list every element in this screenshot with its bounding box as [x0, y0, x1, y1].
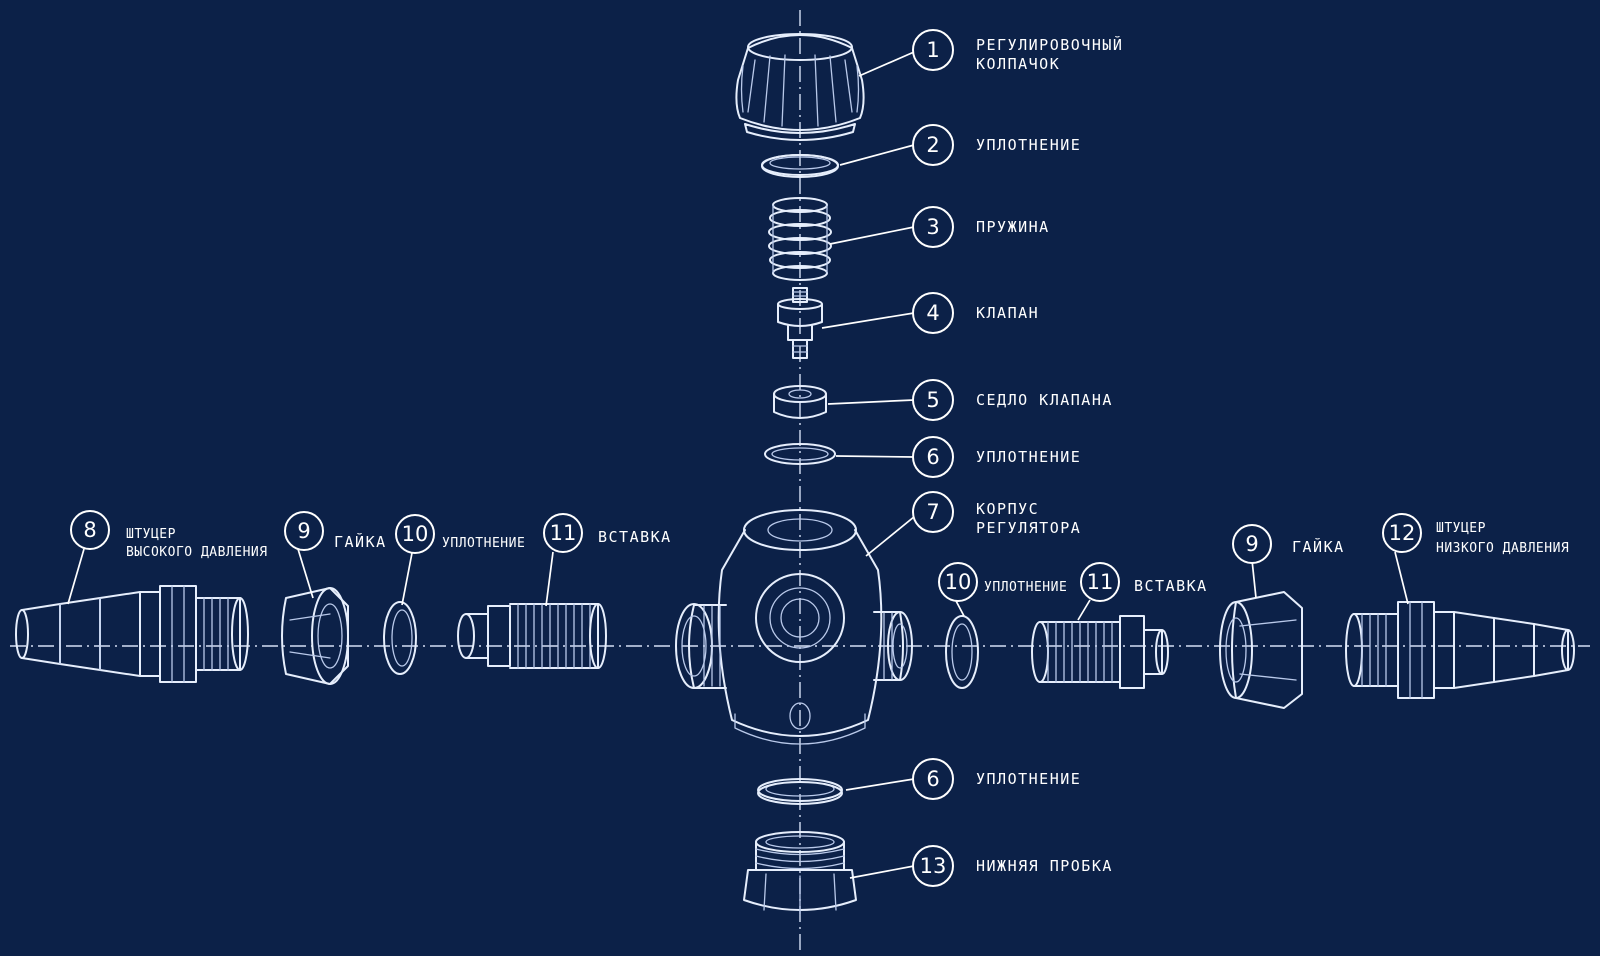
callout-3-label: ПРУЖИНА	[976, 218, 1050, 236]
valve-seat-part	[773, 385, 827, 419]
callout-4-number: 4	[926, 301, 939, 325]
callout-9-right-number: 9	[1245, 532, 1258, 556]
callout-1-bubble	[912, 29, 954, 71]
callout-4-label: КЛАПАН	[976, 304, 1039, 322]
callout-1-label-line1: РЕГУЛИРОВОЧНЫЙ	[976, 35, 1123, 54]
callout-7: 7 КОРПУС РЕГУЛЯТОРА	[912, 491, 1081, 537]
insert-right-part	[1031, 615, 1169, 689]
callout-8-label-line1: ШТУЦЕР	[126, 527, 176, 542]
callout-12-label-line1: ШТУЦЕР	[1436, 521, 1486, 536]
callout-13-label: НИЖНЯЯ ПРОБКА	[976, 857, 1113, 875]
callout-1-number: 1	[926, 38, 939, 62]
callout-5-number: 5	[926, 388, 939, 412]
adjusting-cap-part	[735, 33, 865, 141]
callout-10-right: 10 УПЛОТНЕНИЕ	[938, 562, 1067, 602]
callout-12-number: 12	[1389, 521, 1416, 545]
callout-9-right: 9 ГАЙКА	[1232, 524, 1345, 564]
callout-11-left-number: 11	[550, 521, 577, 545]
callout-5-label: СЕДЛО КЛАПАНА	[976, 391, 1113, 409]
callout-8: 8 ШТУЦЕР ВЫСОКОГО ДАВЛЕНИЯ	[70, 510, 268, 560]
callout-10-left: 10 УПЛОТНЕНИЕ	[395, 514, 525, 554]
callout-11-left: 11 ВСТАВКА	[543, 513, 672, 553]
callout-3-number: 3	[926, 215, 939, 239]
callout-13: 13 НИЖНЯЯ ПРОБКА	[912, 845, 1113, 887]
callout-9-right-label: ГАЙКА	[1292, 537, 1345, 556]
callout-6-lower-number: 6	[926, 767, 939, 791]
bottom-plug-part	[743, 831, 857, 915]
valve-part	[777, 287, 823, 359]
callout-11-right: 11 ВСТАВКА	[1080, 562, 1208, 602]
spring-part	[768, 197, 832, 281]
callout-6-upper-number: 6	[926, 445, 939, 469]
callout-11-right-number: 11	[1087, 570, 1114, 594]
callout-10-right-label: УПЛОТНЕНИЕ	[984, 580, 1067, 595]
callout-2-label: УПЛОТНЕНИЕ	[976, 136, 1081, 154]
callout-2-number: 2	[926, 133, 939, 157]
callout-6-lower-label: УПЛОТНЕНИЕ	[976, 770, 1081, 788]
high-pressure-fitting-part	[15, 585, 249, 683]
callout-9-left-label: ГАЙКА	[334, 532, 387, 551]
callout-6-lower: 6 УПЛОТНЕНИЕ	[912, 758, 1081, 800]
callout-9-left: 9 ГАЙКА	[284, 511, 387, 551]
callout-7-number: 7	[926, 500, 939, 524]
callout-11-right-label: ВСТАВКА	[1134, 577, 1208, 595]
leader-lines	[67, 51, 1409, 879]
callout-10-left-number: 10	[402, 522, 429, 546]
callout-2: 2 УПЛОТНЕНИЕ	[912, 124, 1081, 166]
callout-6-upper: 6 УПЛОТНЕНИЕ	[912, 436, 1081, 478]
callout-8-label-line2: ВЫСОКОГО ДАВЛЕНИЯ	[126, 545, 268, 560]
seal-ring-upper-part	[764, 443, 836, 465]
callout-10-left-label: УПЛОТНЕНИЕ	[442, 536, 525, 551]
nut-left-part	[281, 587, 349, 685]
seal-right-part	[945, 615, 979, 689]
seal-ring-top-part	[761, 154, 839, 178]
callout-1-label-line2: КОЛПАЧОК	[976, 55, 1060, 73]
callout-11-left-label: ВСТАВКА	[598, 528, 672, 546]
callout-10-right-number: 10	[945, 570, 972, 594]
seal-ring-lower-part	[757, 778, 843, 805]
callout-1: 1 РЕГУЛИРОВОЧНЫЙ КОЛПАЧОК	[912, 29, 1123, 73]
callout-6-upper-label: УПЛОТНЕНИЕ	[976, 448, 1081, 466]
callout-9-left-number: 9	[297, 519, 310, 543]
callout-13-number: 13	[920, 854, 947, 878]
callout-5: 5 СЕДЛО КЛАПАНА	[912, 379, 1113, 421]
callout-7-label-line1: КОРПУС	[976, 500, 1039, 518]
insert-left-part	[457, 603, 607, 669]
callout-8-number: 8	[83, 518, 96, 542]
seal-left-part	[383, 601, 417, 675]
low-pressure-fitting-part	[1345, 601, 1575, 699]
callout-12: 12 ШТУЦЕР НИЗКОГО ДАВЛЕНИЯ	[1382, 513, 1569, 556]
callout-4: 4 КЛАПАН	[912, 292, 1039, 334]
nut-right-part	[1219, 591, 1303, 709]
callout-7-label-line2: РЕГУЛЯТОРА	[976, 519, 1081, 537]
callout-12-label-line2: НИЗКОГО ДАВЛЕНИЯ	[1436, 541, 1569, 556]
callout-3: 3 ПРУЖИНА	[912, 206, 1050, 248]
regulator-body-part	[675, 509, 913, 745]
